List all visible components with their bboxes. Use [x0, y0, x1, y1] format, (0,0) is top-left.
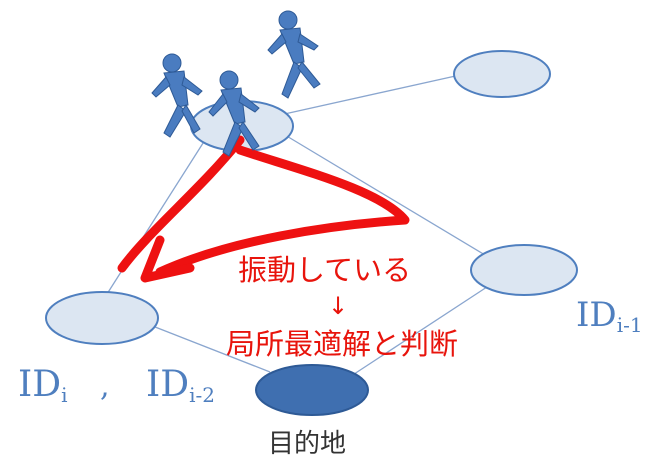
oscillation-outbound-stroke: [117, 135, 245, 273]
label-separator: ,: [100, 369, 110, 404]
runner-icon: [151, 53, 203, 138]
label-id-i2: ID: [146, 364, 189, 405]
label-id-i1-group: IDi-1: [576, 295, 643, 337]
label-id-i1: ID: [576, 295, 617, 335]
label-id-i-group: IDi: [18, 364, 68, 407]
oscillation-path: [117, 135, 410, 283]
label-arrow-down: ↓: [328, 292, 348, 320]
label-id-i1-subscript: i-1: [617, 313, 643, 337]
node-top-right: [453, 50, 551, 98]
label-id-i: ID: [18, 364, 61, 405]
edge-top-to-left: [99, 139, 206, 306]
edge-top-to-idi1: [284, 134, 491, 259]
node-id-i-1: [470, 244, 578, 296]
edge-dest-to-idi1: [344, 284, 491, 381]
label-id-i-subscript: i: [61, 383, 67, 407]
node-destination: [255, 364, 369, 416]
label-id-i2-subscript: i-2: [189, 383, 215, 407]
edge-top-to-right: [279, 74, 461, 116]
runner-icon: [267, 10, 321, 99]
label-judgement: 局所最適解と判断: [226, 327, 458, 361]
runner-icon: [208, 70, 260, 157]
oscillation-return-stroke: [155, 145, 410, 277]
graph-edges: [99, 74, 491, 381]
label-oscillating: 振動している: [238, 253, 411, 287]
label-id-i2-group: IDi-2: [146, 364, 215, 407]
node-id-i: [45, 291, 159, 345]
oscillation-arrowhead: [140, 235, 195, 283]
label-destination: 目的地: [268, 429, 346, 459]
edge-left-to-dest: [149, 324, 271, 373]
